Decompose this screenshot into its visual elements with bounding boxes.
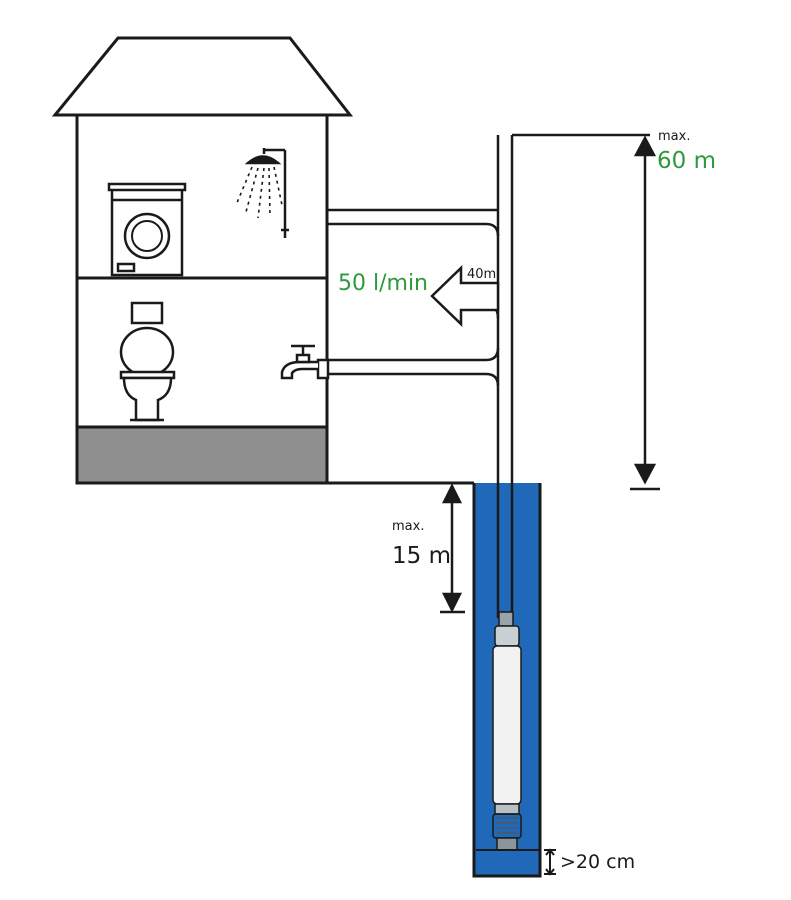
max-head-value: 60 m <box>657 148 716 174</box>
clearance-label: >20 cm <box>560 851 635 873</box>
house <box>51 36 354 485</box>
max-depth-prefix: max. <box>392 519 424 534</box>
faucet-icon <box>280 344 330 380</box>
washing-machine-icon <box>107 182 187 277</box>
house-roof <box>51 36 354 117</box>
toilet-icon <box>119 301 176 422</box>
submersible-pump-icon <box>492 611 522 851</box>
max-head-dimension <box>630 135 660 491</box>
clearance-marker <box>476 848 556 876</box>
max-depth-dimension <box>440 483 465 614</box>
flow-rate-label: 50 l/min <box>338 271 428 296</box>
max-head-prefix: max. <box>658 129 690 144</box>
flow-arrow <box>430 265 500 327</box>
pipe-system <box>327 133 650 618</box>
flow-head-label: 40m <box>467 267 496 282</box>
basement-ground <box>75 425 329 485</box>
max-depth-value: 15 m <box>392 543 451 569</box>
shower-icon <box>235 148 289 238</box>
